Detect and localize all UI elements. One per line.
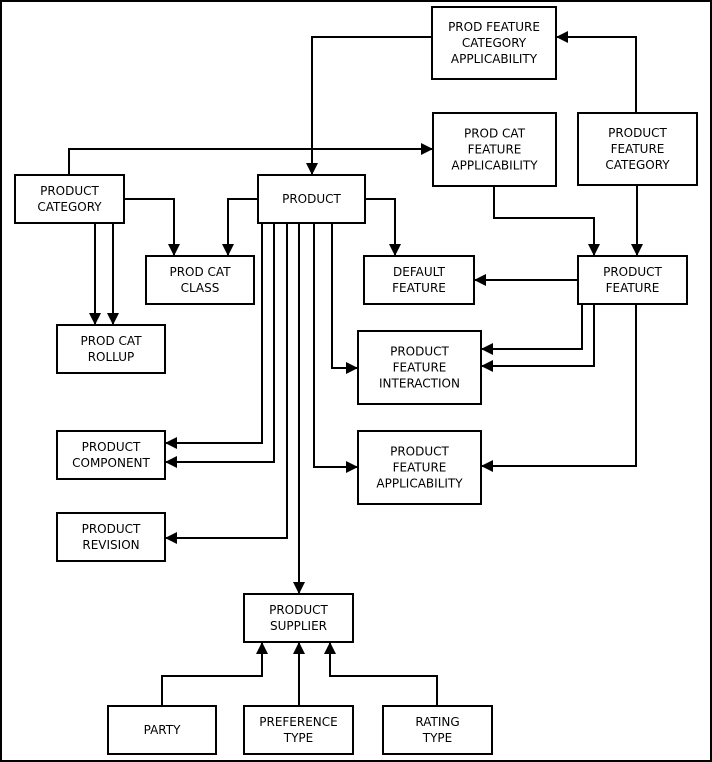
- entity-label-pfapp-2: APPLICABILITY: [376, 477, 463, 491]
- entity-label-pcroll-1: ROLLUP: [88, 350, 135, 364]
- entity-label-pfint-2: INTERACTION: [379, 377, 460, 391]
- entity-box-prev: [56, 512, 166, 562]
- entity-label-pfca-0: PROD FEATURE: [448, 20, 540, 34]
- edge-pcat-to-pcclass: [124, 198, 180, 256]
- edge-product-to-pcclass: [222, 198, 258, 256]
- entity-box-pfca: [431, 6, 557, 80]
- entity-pcclass: PROD CAT CLASS: [145, 255, 255, 305]
- entity-box-pcfa: [432, 112, 557, 187]
- entity-label-pfapp-0: PRODUCT: [390, 445, 449, 459]
- entity-pcat: PRODUCT CATEGORY: [14, 174, 125, 224]
- entity-box-pcroll: [56, 324, 166, 374]
- entity-label-preft-0: PREFERENCE: [259, 715, 338, 729]
- entity-box-pcat: [14, 174, 125, 224]
- edge-pfca-to-product: [306, 36, 432, 175]
- entity-label-pcfa-1: FEATURE: [468, 143, 522, 157]
- entity-box-pcclass: [145, 255, 255, 305]
- entity-box-party: [107, 705, 217, 755]
- entity-label-pcat-1: CATEGORY: [37, 200, 102, 214]
- edge-product-to-pfapp: [313, 223, 358, 473]
- edge-ratet-to-psup: [324, 642, 438, 706]
- entity-ratet: RATING TYPE: [382, 705, 493, 755]
- entity-label-pcomp-1: COMPONENT: [72, 456, 150, 470]
- entity-label-pfapp-1: FEATURE: [393, 461, 447, 475]
- entity-box-pfint: [357, 330, 482, 405]
- edge-product-to-pfca: [556, 31, 637, 113]
- entity-label-ratet-1: TYPE: [422, 731, 452, 745]
- entity-pfcat: PRODUCT FEATURE CATEGORY: [577, 112, 698, 186]
- entity-label-pfca-1: CATEGORY: [462, 36, 527, 50]
- entity-label-pcclass-1: CLASS: [181, 281, 220, 295]
- entity-pfapp: PRODUCT FEATURE APPLICABILITY: [357, 430, 482, 505]
- entity-label-deffeat-1: FEATURE: [392, 281, 446, 295]
- entity-label-preft-1: TYPE: [283, 731, 313, 745]
- entity-label-pfca-2: APPLICABILITY: [451, 52, 538, 66]
- edge-pfeat-to-pfint-2: [481, 304, 595, 372]
- entity-box-pfcat: [577, 112, 698, 186]
- edge-pfeat-to-pfapp: [481, 304, 637, 472]
- entity-box-deffeat: [363, 255, 475, 305]
- entity-pcomp: PRODUCT COMPONENT: [56, 430, 166, 480]
- entity-label-pfcat-1: FEATURE: [611, 142, 665, 156]
- entity-label-product-0: PRODUCT: [282, 192, 341, 206]
- entity-psup: PRODUCT SUPPLIER: [243, 593, 354, 643]
- entity-box-pfeat: [577, 255, 688, 305]
- relationship-lines: [68, 31, 643, 706]
- entity-label-deffeat-0: DEFAULT: [393, 265, 446, 279]
- edge-pcfa-to-pfeat: [493, 186, 600, 256]
- entity-preft: PREFERENCE TYPE: [243, 705, 354, 755]
- entity-box-product: [257, 174, 366, 224]
- entity-label-ratet-0: RATING: [415, 715, 459, 729]
- entity-pfint: PRODUCT FEATURE INTERACTION: [357, 330, 482, 405]
- edge-product-to-pcomp-2: [165, 223, 275, 468]
- entity-pfeat: PRODUCT FEATURE: [577, 255, 688, 305]
- entity-pcfa: PROD CAT FEATURE APPLICABILITY: [432, 112, 557, 187]
- entity-label-pcfa-2: APPLICABILITY: [451, 159, 538, 173]
- entity-label-party-0: PARTY: [144, 723, 181, 737]
- edge-pcat-to-pcfa: [68, 143, 433, 175]
- edge-product-to-deffeat: [365, 198, 401, 256]
- entity-party: PARTY: [107, 705, 217, 755]
- entity-label-psup-0: PRODUCT: [269, 603, 328, 617]
- entity-pfca: PROD FEATURE CATEGORY APPLICABILITY: [431, 6, 557, 80]
- edge-product-to-pfint: [331, 223, 358, 374]
- edge-party-to-psup: [161, 642, 268, 706]
- entity-label-pfcat-0: PRODUCT: [608, 126, 667, 140]
- entity-box-ratet: [382, 705, 493, 755]
- edge-pfeat-to-pfint-1: [481, 304, 583, 355]
- entity-label-pfcat-2: CATEGORY: [605, 158, 670, 172]
- entity-label-pcroll-0: PROD CAT: [80, 334, 142, 348]
- edge-product-to-prev: [165, 223, 288, 544]
- entity-label-pcfa-0: PROD CAT: [464, 127, 526, 141]
- entity-label-prev-1: REVISION: [82, 538, 139, 552]
- entity-label-psup-1: SUPPLIER: [270, 619, 327, 633]
- entity-label-pcomp-0: PRODUCT: [82, 440, 141, 454]
- entity-deffeat: DEFAULT FEATURE: [363, 255, 475, 305]
- entity-label-pfint-0: PRODUCT: [390, 345, 449, 359]
- edge-product-to-pcomp-1: [165, 223, 263, 449]
- entity-prev: PRODUCT REVISION: [56, 512, 166, 562]
- entity-label-pfint-1: FEATURE: [393, 361, 447, 375]
- entity-product: PRODUCT: [257, 174, 366, 224]
- entity-label-pcclass-0: PROD CAT: [169, 265, 231, 279]
- entity-label-prev-0: PRODUCT: [82, 522, 141, 536]
- entity-label-pcat-0: PRODUCT: [40, 184, 99, 198]
- entity-pcroll: PROD CAT ROLLUP: [56, 324, 166, 374]
- entity-label-pfeat-1: FEATURE: [606, 281, 660, 295]
- entity-box-preft: [243, 705, 354, 755]
- entity-box-pcomp: [56, 430, 166, 480]
- entity-label-pfeat-0: PRODUCT: [603, 265, 662, 279]
- entity-box-pfapp: [357, 430, 482, 505]
- entity-box-psup: [243, 593, 354, 643]
